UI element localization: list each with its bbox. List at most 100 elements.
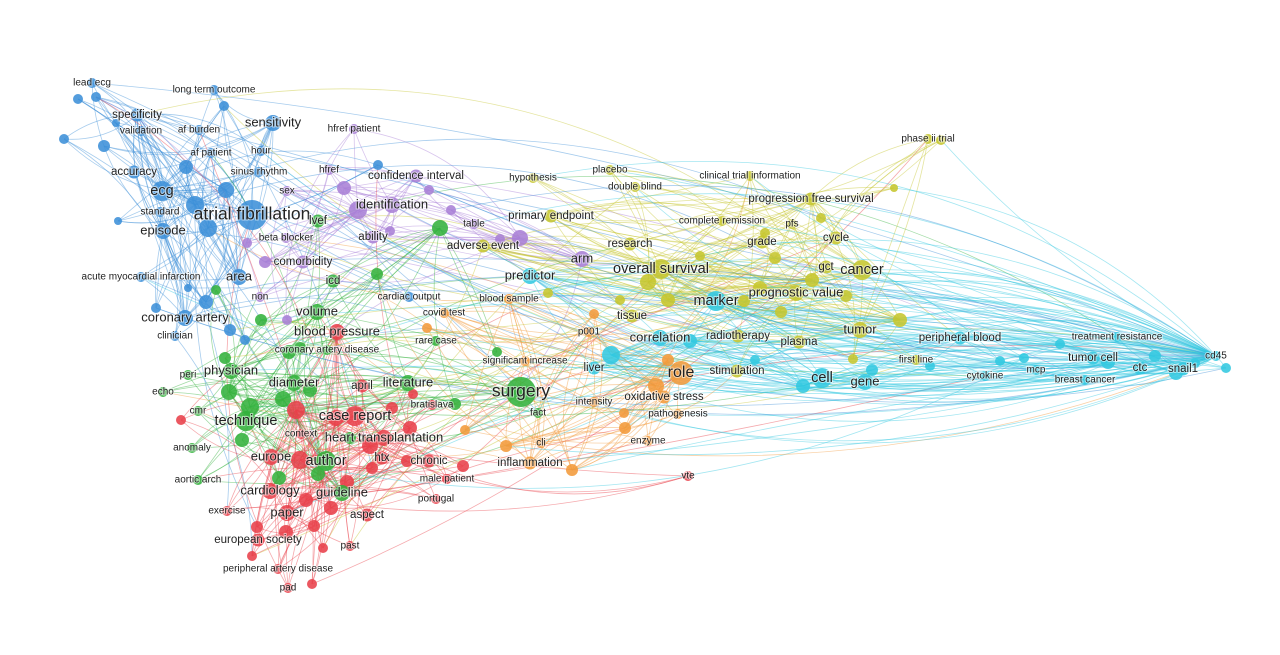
unlabeled-node[interactable]: [424, 185, 434, 195]
node-hour[interactable]: [256, 146, 266, 156]
node-primary-endpoint[interactable]: [544, 209, 558, 223]
unlabeled-node[interactable]: [179, 160, 193, 174]
node-exercise[interactable]: [222, 506, 232, 516]
unlabeled-node[interactable]: [495, 234, 505, 244]
node-lead-ecg[interactable]: [87, 78, 97, 88]
unlabeled-node[interactable]: [299, 493, 313, 507]
unlabeled-node[interactable]: [344, 432, 356, 444]
node-technique[interactable]: [236, 411, 256, 431]
unlabeled-node[interactable]: [59, 134, 69, 144]
unlabeled-node[interactable]: [1149, 350, 1161, 362]
unlabeled-node[interactable]: [760, 228, 770, 238]
node-sensitivity[interactable]: [265, 115, 281, 131]
unlabeled-node[interactable]: [318, 543, 328, 553]
node-lvef[interactable]: [311, 214, 325, 228]
node-diameter[interactable]: [286, 375, 302, 391]
node-peripheral-artery-disease[interactable]: [273, 564, 283, 574]
unlabeled-node[interactable]: [775, 306, 787, 318]
unlabeled-node[interactable]: [750, 355, 760, 365]
unlabeled-node[interactable]: [287, 401, 305, 419]
unlabeled-node[interactable]: [275, 391, 291, 407]
unlabeled-node[interactable]: [199, 295, 213, 309]
unlabeled-node[interactable]: [566, 464, 578, 476]
node-sex[interactable]: [282, 186, 292, 196]
unlabeled-node[interactable]: [224, 324, 236, 336]
node-accuracy[interactable]: [127, 165, 141, 179]
node-physician[interactable]: [223, 363, 239, 379]
node-sinus-rhythm[interactable]: [254, 167, 264, 177]
node-blood-sample[interactable]: [504, 294, 514, 304]
node-peripheral-blood[interactable]: [953, 331, 967, 345]
unlabeled-node[interactable]: [925, 361, 935, 371]
node-inflammation[interactable]: [523, 456, 537, 470]
unlabeled-node[interactable]: [385, 226, 395, 236]
unlabeled-node[interactable]: [337, 181, 351, 195]
unlabeled-node[interactable]: [151, 303, 161, 313]
unlabeled-node[interactable]: [221, 384, 237, 400]
unlabeled-node[interactable]: [769, 252, 781, 264]
unlabeled-node[interactable]: [386, 402, 398, 414]
node-table[interactable]: [469, 219, 479, 229]
unlabeled-node[interactable]: [366, 462, 378, 474]
unlabeled-node[interactable]: [1101, 355, 1115, 369]
node-cardiology[interactable]: [262, 483, 278, 499]
node-cardiac-output[interactable]: [404, 292, 414, 302]
node-atrial-fibrillation[interactable]: [237, 200, 267, 230]
node-bratislava[interactable]: [427, 400, 437, 410]
unlabeled-node[interactable]: [251, 521, 263, 533]
node-april[interactable]: [355, 379, 369, 393]
node-coronary-artery-disease[interactable]: [322, 345, 332, 355]
node-breast-cancer[interactable]: [1080, 375, 1090, 385]
unlabeled-node[interactable]: [1019, 353, 1029, 363]
unlabeled-node[interactable]: [848, 354, 858, 364]
node-af-patient[interactable]: [206, 148, 216, 158]
unlabeled-node[interactable]: [936, 135, 946, 145]
unlabeled-node[interactable]: [184, 284, 192, 292]
node-phase-ii-trial[interactable]: [923, 134, 933, 144]
node-grade[interactable]: [755, 235, 769, 249]
node-pad[interactable]: [283, 583, 293, 593]
node-pathogenesis[interactable]: [673, 409, 683, 419]
node-beta-blocker[interactable]: [281, 233, 291, 243]
node-heart-transplantation[interactable]: [376, 430, 392, 446]
node-pfs[interactable]: [787, 219, 797, 229]
unlabeled-node[interactable]: [408, 389, 418, 399]
node-peri[interactable]: [183, 370, 193, 380]
node-af-burden[interactable]: [194, 125, 204, 135]
node-identification[interactable]: [384, 197, 400, 213]
node-complete-remission[interactable]: [717, 216, 727, 226]
node-cli[interactable]: [536, 438, 546, 448]
node-liver[interactable]: [587, 361, 601, 375]
node-progression-free-survival[interactable]: [804, 192, 818, 206]
unlabeled-node[interactable]: [362, 438, 378, 454]
unlabeled-node[interactable]: [840, 290, 852, 302]
node-arm[interactable]: [574, 251, 590, 267]
unlabeled-node[interactable]: [460, 425, 470, 435]
node-aortic-arch[interactable]: [193, 475, 203, 485]
node-vte[interactable]: [683, 471, 693, 481]
node-hypothesis[interactable]: [528, 173, 538, 183]
unlabeled-node[interactable]: [753, 281, 767, 295]
node-htx[interactable]: [375, 451, 389, 465]
unlabeled-node[interactable]: [240, 335, 250, 345]
node-coronary-artery[interactable]: [177, 310, 193, 326]
unlabeled-node[interactable]: [432, 220, 448, 236]
node-blood-pressure[interactable]: [329, 324, 345, 340]
unlabeled-node[interactable]: [893, 313, 907, 327]
node-cell[interactable]: [812, 368, 832, 388]
unlabeled-node[interactable]: [311, 467, 325, 481]
unlabeled-node[interactable]: [282, 315, 292, 325]
node-clinical-trial-information[interactable]: [745, 171, 755, 181]
unlabeled-node[interactable]: [995, 356, 1005, 366]
node-plasma[interactable]: [792, 335, 806, 349]
node-ecg[interactable]: [152, 181, 172, 201]
node-intensity[interactable]: [589, 397, 599, 407]
unlabeled-node[interactable]: [796, 379, 810, 393]
unlabeled-node[interactable]: [219, 101, 229, 111]
unlabeled-node[interactable]: [805, 273, 819, 287]
unlabeled-node[interactable]: [349, 201, 367, 219]
node-clinician[interactable]: [170, 331, 180, 341]
node-chronic[interactable]: [422, 454, 436, 468]
node-role[interactable]: [669, 361, 693, 385]
node-male-patient[interactable]: [442, 474, 452, 484]
